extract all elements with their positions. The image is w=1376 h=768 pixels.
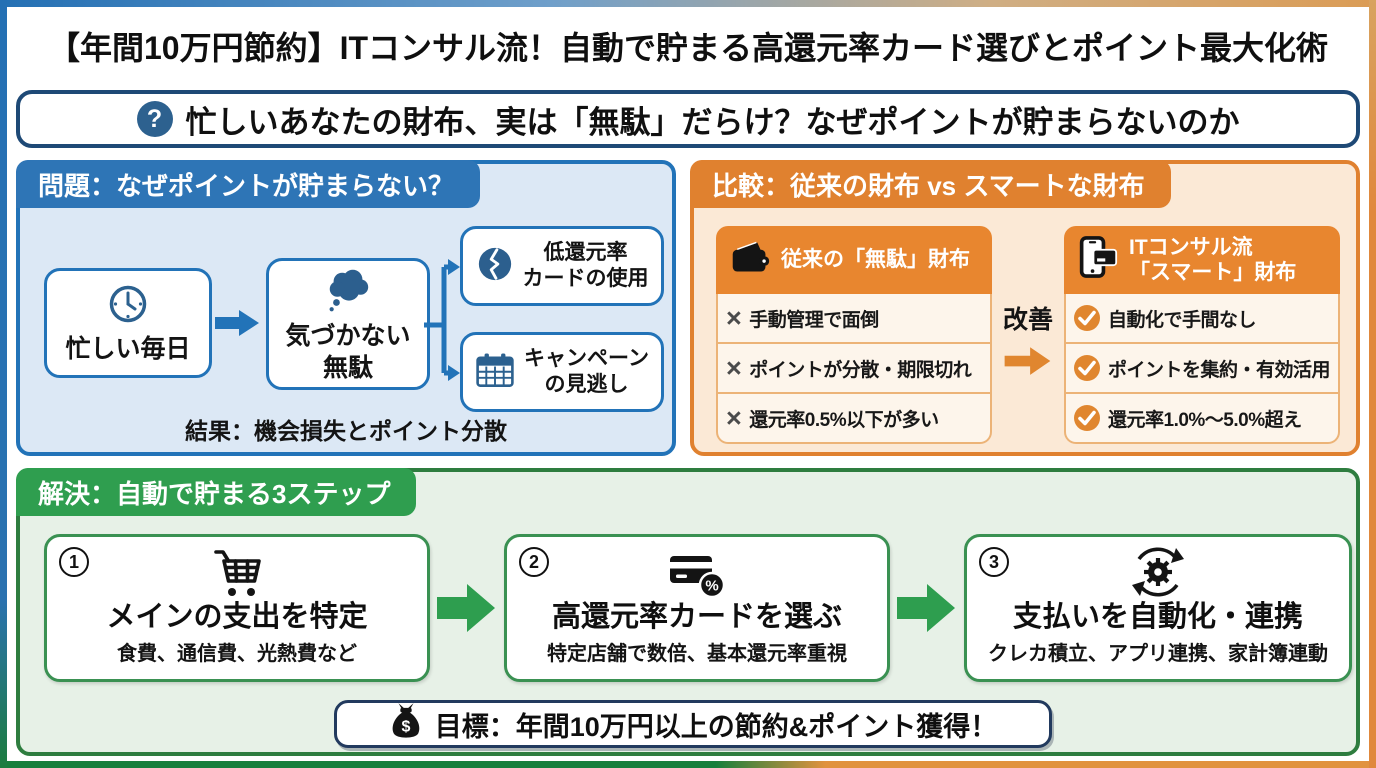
flow-box-busy-label: 忙しい毎日 xyxy=(65,334,191,363)
check-circle-icon xyxy=(1074,305,1100,331)
right-arrow-icon xyxy=(1004,344,1052,383)
problem-panel-header: 問題：なぜポイントが貯まらない？ xyxy=(16,160,481,208)
money-bag-icon: $ xyxy=(389,702,423,747)
phone-card-icon xyxy=(1078,233,1118,287)
frame-top-edge xyxy=(0,0,1376,7)
smart-wallet-card: ITコンサル流 「スマート」財布 自動化で手間なし ポイントを集約・有効活用 xyxy=(1064,226,1340,444)
problem-result-text: 結果：機会損失とポイント分散 xyxy=(185,418,507,444)
step-card-1: 1 メインの支出を特定 食費、通信費、光熱費など xyxy=(44,534,430,682)
old-wallet-item-text: 還元率0.5%以下が多い xyxy=(749,409,939,431)
hook-bar: ? 忙しいあなたの財布、実は「無駄」だらけ？なぜポイントが貯まらないのか xyxy=(16,90,1360,148)
flow-box-busy: 忙しい毎日 xyxy=(44,268,212,378)
gear-sync-icon xyxy=(967,541,1349,599)
check-circle-icon xyxy=(1074,405,1100,431)
old-wallet-card: 従来の「無駄」財布 × 手動管理で面倒 × ポイントが分散・期限切れ × 還元率… xyxy=(716,226,992,444)
problem-panel: 問題：なぜポイントが貯まらない？ 忙しい毎日 xyxy=(16,160,676,456)
clock-icon xyxy=(107,283,149,330)
frame-right-edge xyxy=(1369,0,1376,768)
frame-bottom-edge xyxy=(0,761,1376,768)
old-wallet-item: × 手動管理で面倒 xyxy=(718,294,990,342)
campaign-line1: キャンペーン xyxy=(524,346,649,370)
hook-text: 忙しいあなたの財布、実は「無駄」だらけ？なぜポイントが貯まらないのか xyxy=(185,104,1240,140)
smart-wallet-item: 還元率1.0%～5.0%超え xyxy=(1066,392,1338,442)
comparison-panel-header: 比較：従来の財布 vs スマートな財布 xyxy=(690,160,1171,208)
step-arrow-icon xyxy=(897,580,957,641)
old-wallet-item: × 還元率0.5%以下が多い xyxy=(718,392,990,442)
step-number-badge: 3 xyxy=(979,547,1009,577)
flow-box-unnoticed-line2: 無駄 xyxy=(322,353,373,382)
old-wallet-title: 従来の「無駄」財布 xyxy=(781,248,970,272)
broken-coin-icon xyxy=(476,245,514,288)
smart-wallet-item-text: ポイントを集約・有効活用 xyxy=(1108,359,1331,381)
branch-connector-arrows xyxy=(424,254,464,391)
thought-cloud-icon xyxy=(323,266,373,319)
step-number-badge: 1 xyxy=(59,547,89,577)
step-subtitle: 食費、通信費、光熱費など xyxy=(117,643,357,666)
step-subtitle: 特定店舗で数倍、基本還元率重視 xyxy=(547,643,847,666)
low-rate-line2: カードの使用 xyxy=(522,267,649,290)
smart-wallet-title-line1: ITコンサル流 xyxy=(1129,235,1253,259)
smart-wallet-card-header: ITコンサル流 「スマート」財布 xyxy=(1064,226,1340,294)
step-title: 高還元率カードを選ぶ xyxy=(551,601,842,633)
old-wallet-item: × ポイントが分散・期限切れ xyxy=(718,342,990,392)
smart-wallet-item-text: 自動化で手間なし xyxy=(1108,309,1257,331)
check-circle-icon xyxy=(1074,355,1100,381)
solution-panel-header: 解決：自動で貯まる3ステップ xyxy=(16,468,417,516)
smart-wallet-item: 自動化で手間なし xyxy=(1066,294,1338,342)
calendar-icon xyxy=(475,351,515,394)
title-bar: 【年間10万円節約】ITコンサル流！自動で貯まる高還元率カード選びとポイント最大… xyxy=(20,10,1356,82)
flow-arrow-icon xyxy=(214,308,262,343)
wallet-icon xyxy=(730,239,770,281)
smart-wallet-list: 自動化で手間なし ポイントを集約・有効活用 還元率1.0%～5.0%超え xyxy=(1064,294,1340,444)
cross-mark-icon: × xyxy=(726,302,742,333)
solution-panel: 解決：自動で貯まる3ステップ 1 メインの支出を特定 食費、通信費 xyxy=(16,468,1360,756)
step-title: 支払いを自動化・連携 xyxy=(1012,601,1303,633)
goal-bar: $ 目標：年間10万円以上の節約&ポイント獲得！ xyxy=(334,700,1052,748)
step-card-2: 2 % 高還元率カードを選ぶ 特定店舗で数倍、基本還元率重視 xyxy=(504,534,890,682)
smart-wallet-item-text: 還元率1.0%～5.0%超え xyxy=(1108,409,1302,431)
question-icon: ? xyxy=(136,101,173,137)
flow-box-low-rate-card: 低還元率 カードの使用 xyxy=(460,226,664,306)
cross-mark-icon: × xyxy=(726,352,742,383)
percent-glyph: % xyxy=(705,578,718,595)
smart-wallet-title: ITコンサル流 「スマート」財布 xyxy=(1129,235,1296,285)
goal-text: 目標：年間10万円以上の節約&ポイント獲得！ xyxy=(434,711,998,742)
step-arrow-icon xyxy=(437,580,497,641)
comparison-panel: 比較：従来の財布 vs スマートな財布 従来の「無駄」財布 xyxy=(690,160,1360,456)
low-rate-line1: 低還元率 xyxy=(543,240,628,264)
step-title: メインの支出を特定 xyxy=(106,601,368,633)
smart-wallet-title-line2: 「スマート」財布 xyxy=(1129,261,1297,284)
page-title: 【年間10万円節約】ITコンサル流！自動で貯まる高還元率カード選びとポイント最大… xyxy=(47,30,1329,66)
smart-wallet-item: ポイントを集約・有効活用 xyxy=(1066,342,1338,392)
step-subtitle: クレカ積立、アプリ連携、家計簿連動 xyxy=(988,643,1328,666)
campaign-line2: の見逃し xyxy=(544,373,629,396)
old-wallet-card-header: 従来の「無駄」財布 xyxy=(716,226,992,294)
cross-mark-icon: × xyxy=(726,402,742,433)
credit-card-percent-icon: % xyxy=(507,541,887,599)
step-number-badge: 2 xyxy=(519,547,549,577)
shopping-cart-icon xyxy=(47,541,427,599)
step-card-3: 3 支払いを自動化・連携 クレカ xyxy=(964,534,1352,682)
flow-box-unnoticed: 気づかない 無駄 xyxy=(266,258,430,390)
flow-box-unnoticed-line1: 気づかない xyxy=(285,321,411,350)
improvement-indicator: 改善 xyxy=(992,300,1064,383)
old-wallet-item-text: 手動管理で面倒 xyxy=(749,309,879,331)
flow-box-campaign-missed: キャンペーン の見逃し xyxy=(460,332,664,412)
old-wallet-item-text: ポイントが分散・期限切れ xyxy=(749,359,972,381)
frame-left-edge xyxy=(0,0,7,768)
improvement-label: 改善 xyxy=(1002,306,1053,334)
dollar-glyph: $ xyxy=(401,717,410,735)
old-wallet-list: × 手動管理で面倒 × ポイントが分散・期限切れ × 還元率0.5%以下が多い xyxy=(716,294,992,444)
